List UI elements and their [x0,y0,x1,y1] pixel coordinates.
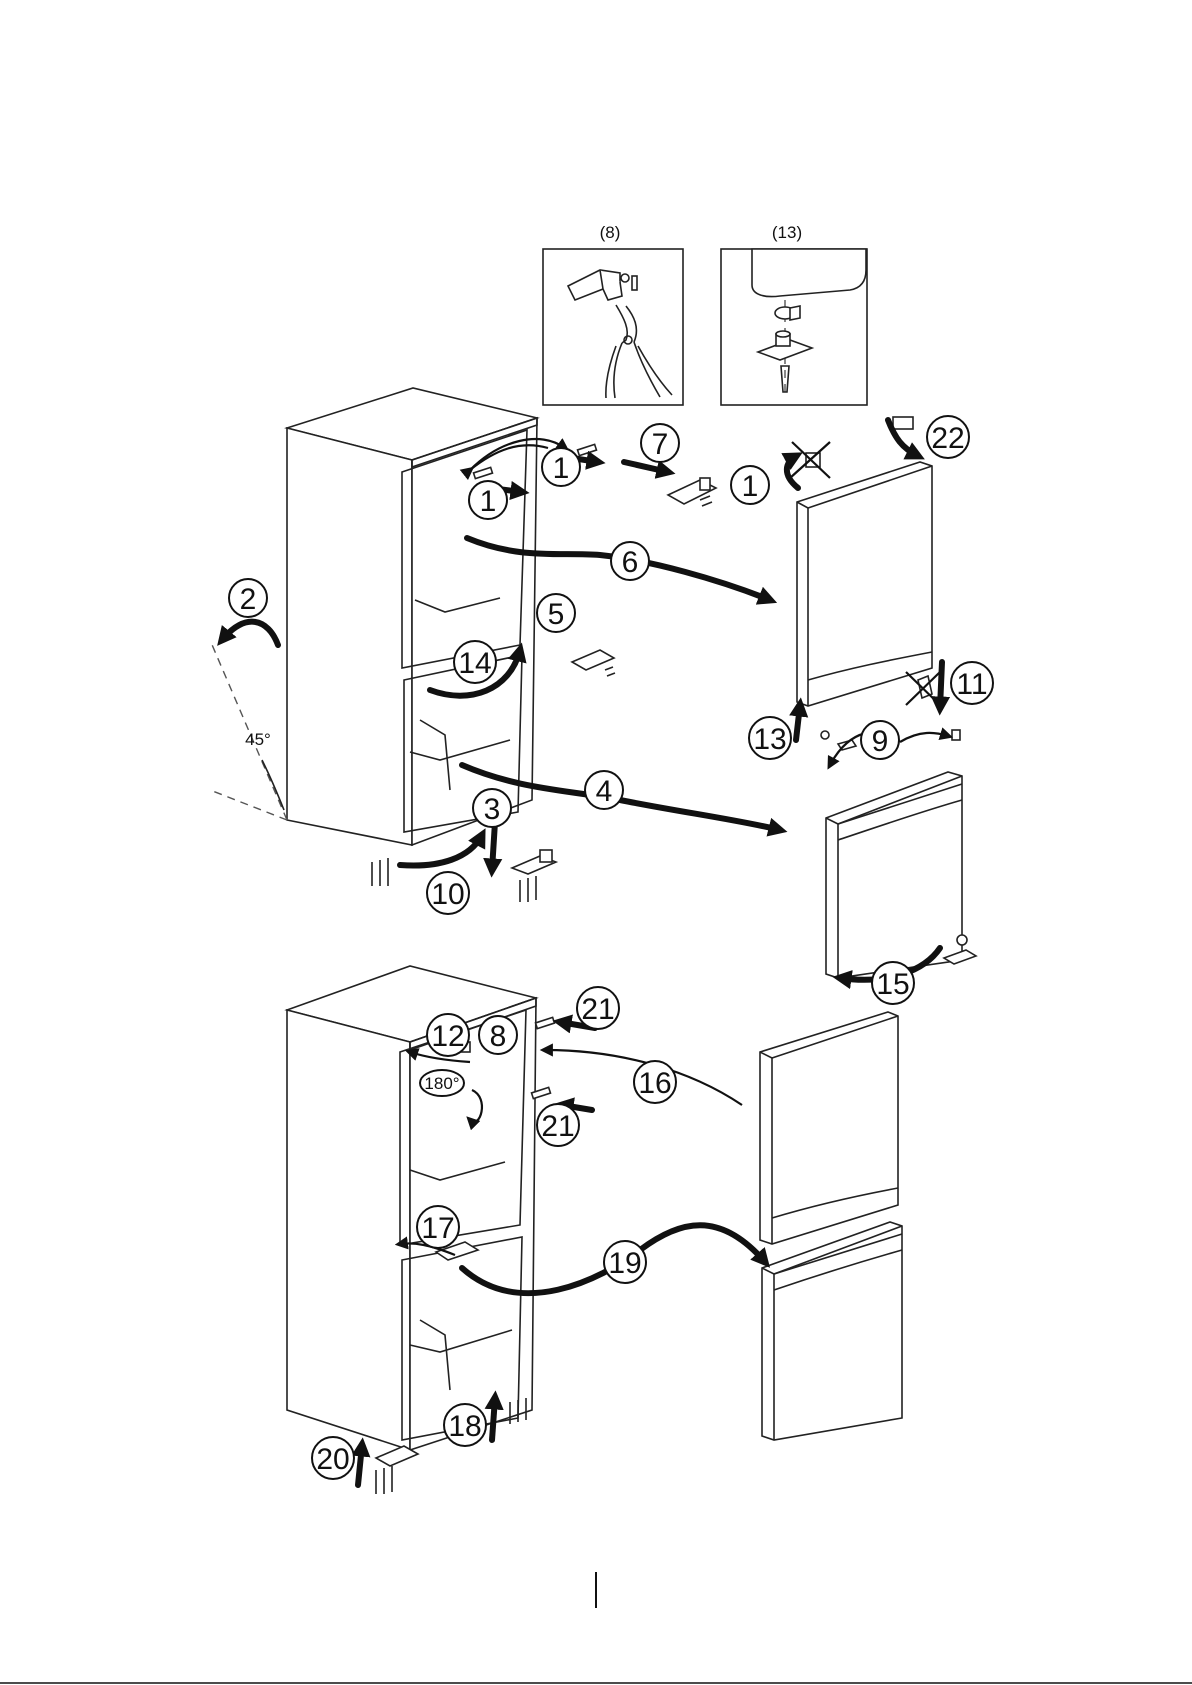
svg-text:19: 19 [608,1247,641,1280]
svg-text:8: 8 [490,1020,507,1053]
step-2: 2 [229,579,267,617]
step-17: 17 [417,1206,459,1248]
step-22: 22 [927,416,969,458]
step-14: 14 [454,641,496,683]
svg-text:21: 21 [581,993,614,1026]
step-1c: 1 [731,466,769,504]
fridge-side-2 [287,1010,410,1450]
arrow-13 [796,705,800,740]
svg-text:14: 14 [458,647,491,680]
inset-label-13: (13) [772,223,802,242]
svg-text:1: 1 [553,452,570,485]
step-20: 20 [312,1437,354,1479]
door-panel [797,462,932,706]
svg-text:4: 4 [596,775,613,808]
step-7: 7 [641,424,679,462]
angle-label: 45° [245,730,271,749]
step-1a: 1 [542,448,580,486]
svg-text:2: 2 [240,583,257,616]
svg-text:22: 22 [931,422,964,455]
svg-text:21: 21 [541,1110,574,1143]
rotation-180: 180° [420,1070,464,1096]
svg-text:12: 12 [431,1020,464,1053]
step-4: 4 [585,771,623,809]
step-21a: 21 [577,987,619,1029]
step-18: 18 [444,1404,486,1446]
step-12: 12 [427,1014,469,1056]
step-13: 13 [749,717,791,759]
step-6: 6 [611,542,649,580]
svg-text:1: 1 [742,470,759,503]
svg-text:20: 20 [316,1443,349,1476]
fridge-side [287,428,412,845]
hinge-icon [568,270,637,300]
step-16: 16 [634,1061,676,1103]
inset-pin-bracket: (13) [721,223,867,405]
arrow-7 [624,462,668,472]
step-11: 11 [951,662,993,704]
svg-text:1: 1 [480,485,497,518]
door-upper-removed [797,462,932,706]
inset-label-8: (8) [600,223,621,242]
tilt-guide: 45° [210,640,287,820]
step-3: 3 [473,789,511,827]
cover-plug-icon [893,417,913,429]
arrow-11 [940,662,942,708]
door-panel-3 [760,1012,898,1244]
svg-text:16: 16 [638,1067,671,1100]
step-10: 10 [427,872,469,914]
door-panel-4 [762,1222,902,1440]
svg-text:15: 15 [876,968,909,1001]
step-15: 15 [872,962,914,1004]
door-upper-rehung [760,1012,898,1244]
rotation-label: 180° [424,1074,459,1093]
step-9: 9 [861,721,899,759]
step-1b: 1 [469,481,507,519]
bushing-icon [775,306,800,320]
svg-text:5: 5 [548,598,565,631]
arrow-18 [492,1398,495,1440]
arrow-20 [358,1445,362,1485]
step-21b: 21 [537,1104,579,1146]
cap-icon-2 [578,444,597,455]
middle-hinge-icon [572,650,614,670]
svg-text:3: 3 [484,793,501,826]
svg-text:7: 7 [652,428,669,461]
svg-text:6: 6 [622,546,639,579]
door-lower-rehung [762,1222,902,1440]
step-8: 8 [479,1016,517,1054]
svg-text:17: 17 [421,1212,454,1245]
arrow-2 [222,622,278,645]
pliers-icon [606,305,672,398]
bracket-icon [758,331,812,360]
arrow-3 [492,822,495,870]
svg-text:13: 13 [753,723,786,756]
svg-text:9: 9 [872,725,889,758]
svg-text:10: 10 [431,878,464,911]
svg-text:11: 11 [956,668,987,701]
step-5: 5 [537,594,575,632]
door-corner [752,249,866,297]
inset-hinge-pliers: (8) [543,223,683,405]
svg-text:18: 18 [448,1410,481,1443]
step-19: 19 [604,1241,646,1283]
